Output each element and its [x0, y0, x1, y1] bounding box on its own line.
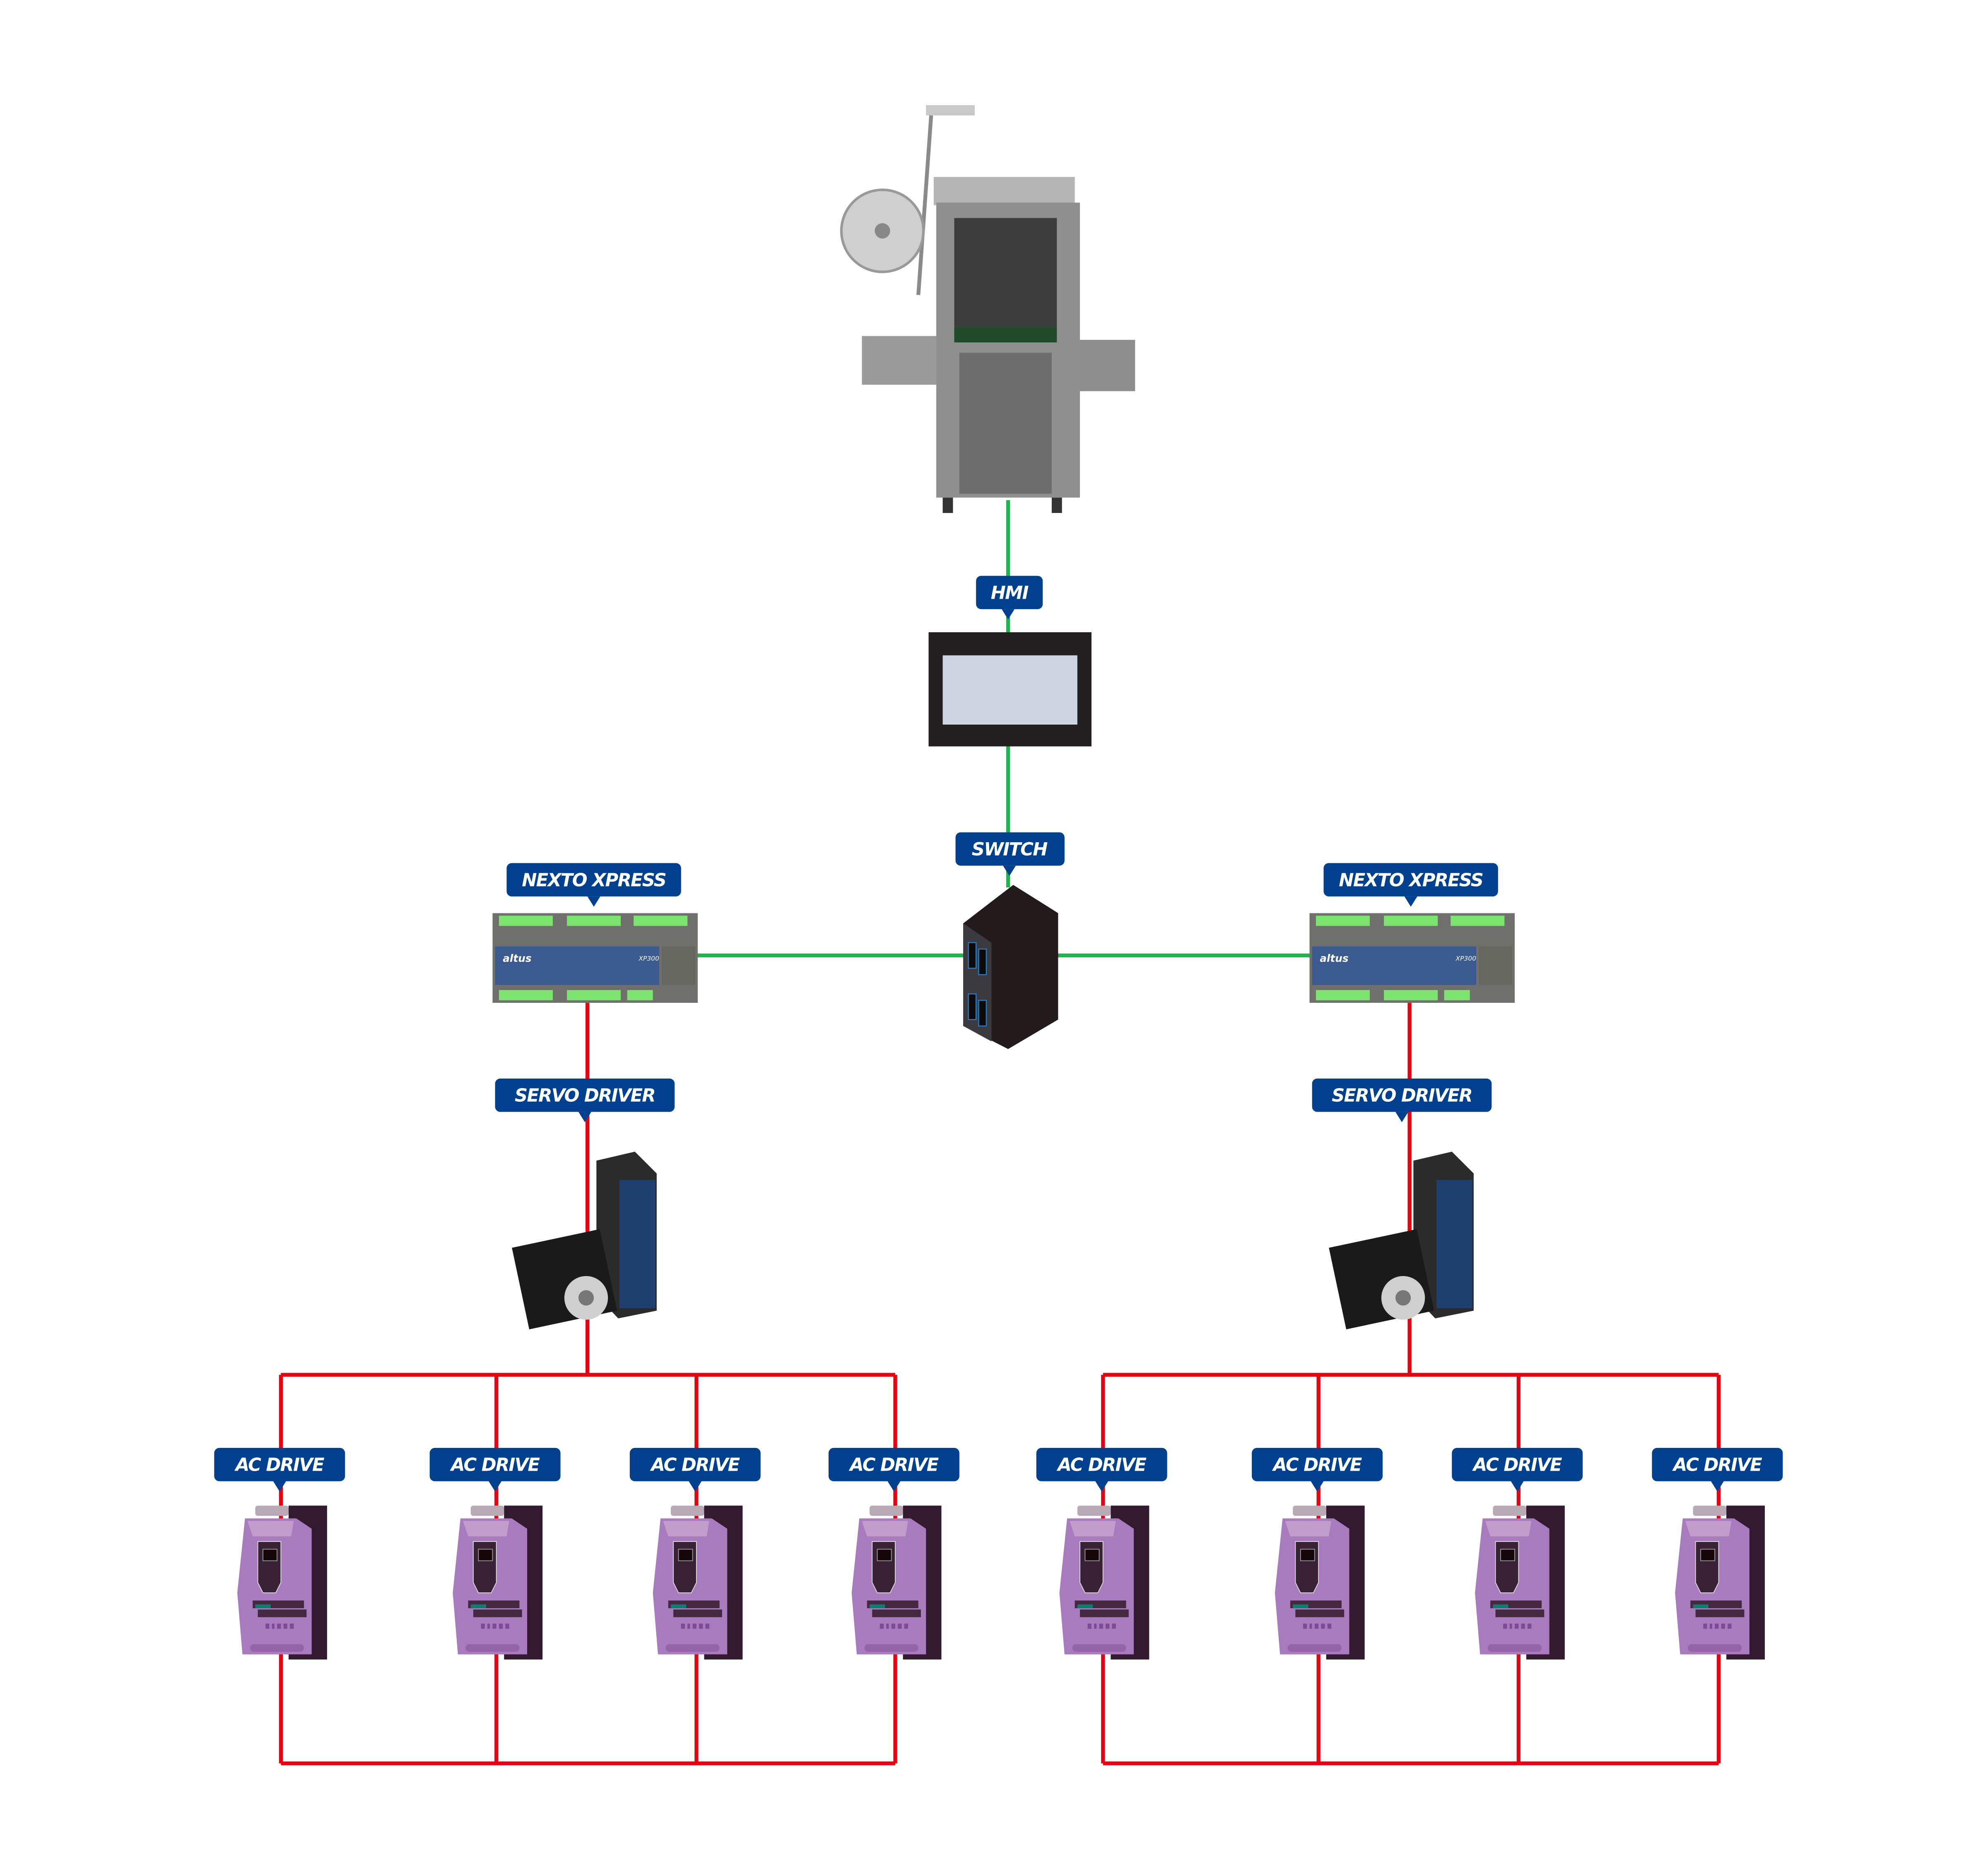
plc-label-1: NEXTO XPRESS: [506, 863, 681, 907]
hmi-device: [928, 632, 1092, 747]
ac-drive-label-8-text: AC DRIVE: [1672, 1455, 1762, 1476]
ac-drive-icon: [1474, 1505, 1566, 1660]
ac-drive-label-3-text: AC DRIVE: [650, 1455, 740, 1476]
ac-drive-label-7: AC DRIVE: [1452, 1448, 1583, 1492]
plc-brand: altus: [1320, 952, 1348, 964]
servo-label-1: SERVO DRIVER: [495, 1078, 675, 1122]
ac-drive-icon: [851, 1505, 942, 1660]
network-switch-icon: [963, 885, 1058, 1049]
servo-label-2-text: SERVO DRIVER: [1332, 1086, 1472, 1106]
ac-drive-label-7-text: AC DRIVE: [1472, 1455, 1562, 1476]
ac-drive-label-3: AC DRIVE: [629, 1448, 761, 1492]
ac-drive-icon: [1058, 1505, 1150, 1660]
servo-motor-drive-icon: [1329, 1151, 1474, 1330]
hmi-label-text: HMI: [991, 583, 1029, 603]
switch-label-text: SWITCH: [972, 839, 1048, 860]
plc-model: XP300: [639, 955, 660, 962]
ac-drive-label-1-text: AC DRIVE: [234, 1455, 325, 1476]
plc-model: XP300: [1455, 955, 1477, 962]
ac-drive-label-5-text: AC DRIVE: [1056, 1455, 1147, 1476]
servo-motor-drive-icon: [512, 1151, 657, 1330]
ac-drive-label-1: AC DRIVE: [214, 1448, 345, 1492]
ac-drive-label-4-text: AC DRIVE: [848, 1455, 939, 1476]
ac-drive-icon: [1674, 1505, 1766, 1660]
plc-label-2: NEXTO XPRESS: [1323, 863, 1498, 907]
ac-drive-label-6-text: AC DRIVE: [1272, 1455, 1362, 1476]
ac-drive-label-5: AC DRIVE: [1036, 1448, 1167, 1492]
ac-drive-label-2: AC DRIVE: [429, 1448, 561, 1492]
ac-drive-icon: [1274, 1505, 1366, 1660]
ac-drive-label-4: AC DRIVE: [828, 1448, 959, 1492]
ac-drive-icon: [236, 1505, 328, 1660]
plc-1: altus XP300: [492, 913, 698, 1003]
hmi-label: HMI: [976, 576, 1043, 620]
plc-label-1-text: NEXTO XPRESS: [522, 870, 666, 891]
switch-label: SWITCH: [955, 832, 1065, 876]
plc-brand: altus: [503, 952, 531, 964]
hmi-screen: [942, 655, 1077, 725]
servo-label-2: SERVO DRIVER: [1312, 1078, 1492, 1122]
plc-2: altus XP300: [1309, 913, 1515, 1003]
plc-label-2-text: NEXTO XPRESS: [1339, 870, 1483, 891]
ac-drive-icon: [452, 1505, 543, 1660]
servo-label-1-text: SERVO DRIVER: [515, 1086, 655, 1106]
ac-drive-label-8: AC DRIVE: [1652, 1448, 1783, 1492]
ac-drive-icon: [652, 1505, 743, 1660]
sleeve-labeling-machine-icon: [840, 105, 1135, 513]
ac-drive-label-6: AC DRIVE: [1252, 1448, 1383, 1492]
ac-drive-label-2-text: AC DRIVE: [450, 1455, 540, 1476]
sleeve-labeling-machine: [840, 105, 1135, 513]
